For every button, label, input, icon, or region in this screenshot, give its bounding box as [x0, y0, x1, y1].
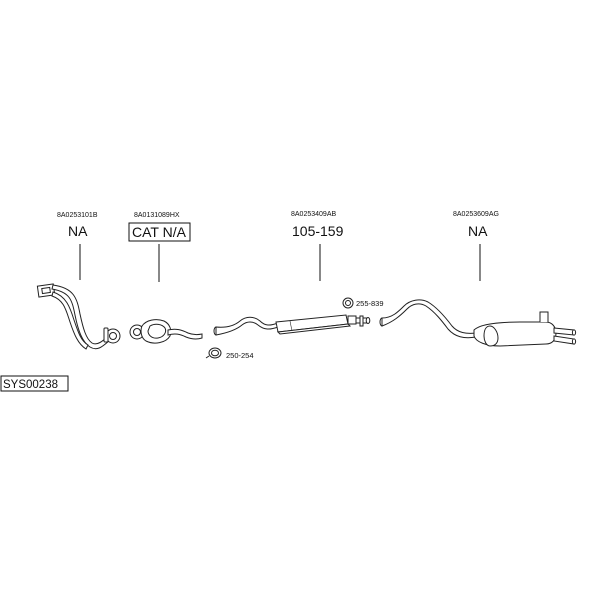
part-code-rear-silencer: 8A0253609AG [453, 211, 499, 218]
part-middle-silencer[interactable]: 8A0253409AB 105-159 [213, 211, 371, 336]
part-rear-silencer[interactable]: 8A0253609AG NA [379, 211, 577, 347]
accessory-250-254[interactable]: 250-254 [205, 347, 254, 360]
rubber-hanger-icon [342, 297, 354, 309]
part-label-middle-silencer: 105-159 [292, 223, 344, 239]
accessory-label-250-254: 250-254 [226, 351, 254, 360]
part-label-catalytic-converter: CAT N/A [132, 224, 187, 240]
system-id-label: SYS00238 [3, 379, 58, 391]
accessory-255-839[interactable]: 255-839 [342, 297, 384, 309]
rear-silencer-drawing [379, 299, 577, 347]
part-code-front-pipe: 8A0253101B [57, 212, 98, 219]
part-catalytic-converter[interactable]: 8A0131089HX CAT N/A [128, 212, 203, 344]
system-id-box [0, 375, 69, 392]
catalytic-converter-drawing [129, 319, 203, 344]
middle-silencer-drawing [213, 314, 371, 336]
part-code-middle-silencer: 8A0253409AB [291, 211, 336, 218]
system-id: SYS00238 [0, 375, 69, 392]
part-front-pipe[interactable]: 8A0253101B NA [36, 212, 121, 350]
part-label-front-pipe: NA [68, 223, 88, 239]
accessory-label-255-839: 255-839 [356, 299, 384, 308]
clamp-icon [205, 347, 222, 359]
part-code-catalytic-converter: 8A0131089HX [134, 212, 180, 219]
cat-label-box [128, 222, 191, 242]
front-pipe-drawing [36, 283, 121, 350]
part-label-rear-silencer: NA [468, 223, 488, 239]
